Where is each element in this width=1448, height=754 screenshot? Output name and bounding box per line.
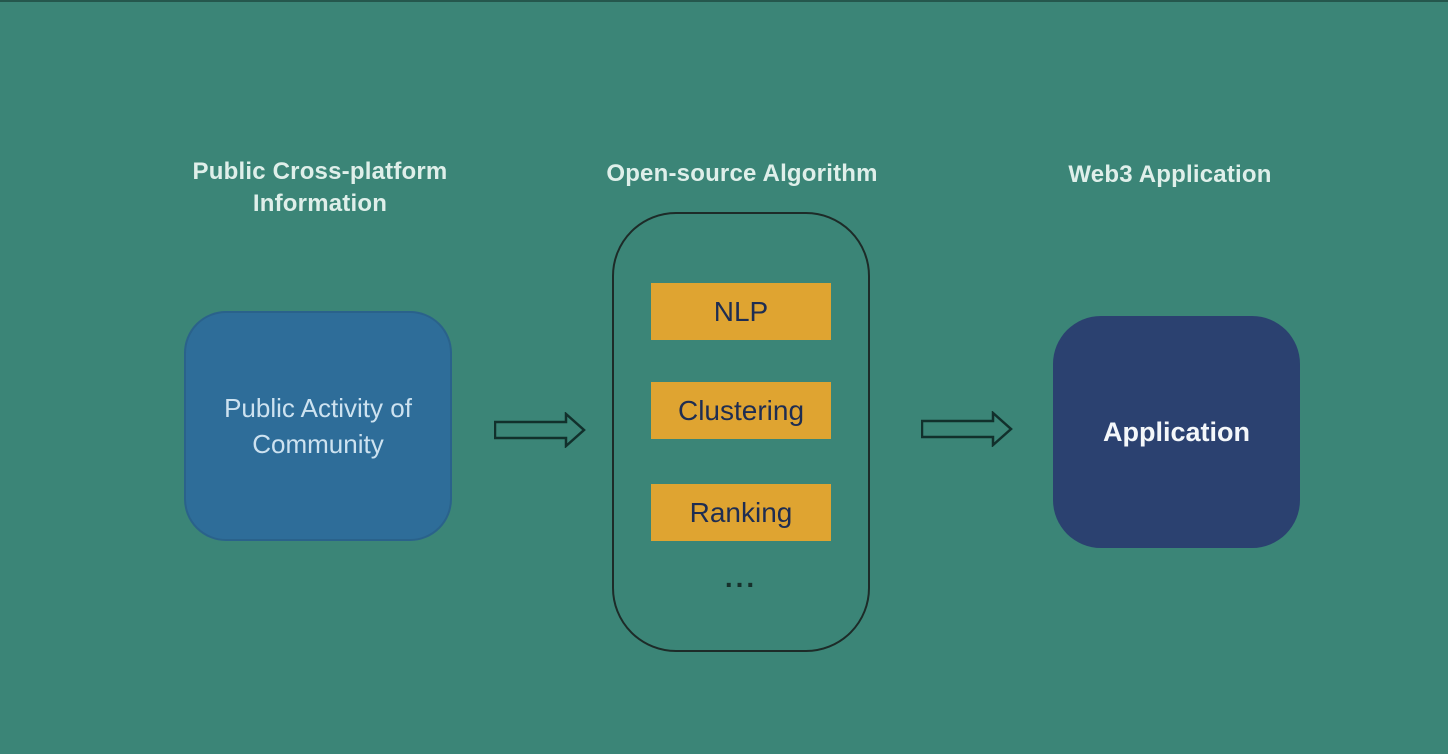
right-column-title-text: Web3 Application: [1068, 161, 1272, 188]
top-edge-line: [0, 0, 1448, 2]
algorithm-container: NLP Clustering Ranking ...: [612, 212, 870, 652]
public-activity-label-line1: Public Activity of: [224, 392, 412, 423]
algorithm-box-ranking-label: Ranking: [689, 496, 793, 528]
application-box: Application: [1053, 316, 1300, 548]
left-column-title-line2: Information: [252, 189, 388, 217]
algorithm-ellipsis: ...: [724, 562, 758, 593]
algorithm-box-clustering-label: Clustering: [677, 394, 805, 426]
algorithm-box-ranking: Ranking: [651, 484, 831, 541]
algorithm-box-clustering: Clustering: [651, 382, 831, 439]
application-box-label: Application: [1103, 416, 1250, 447]
left-column-title-line1: Public Cross-platform: [192, 158, 448, 185]
public-activity-label-line2: Community: [252, 429, 384, 459]
middle-column-title-text: Open-source Algorithm: [606, 160, 878, 187]
public-activity-box: Public Activity of Community: [184, 311, 452, 541]
left-column-title: Public Cross-platform Information: [140, 156, 500, 219]
algorithm-box-nlp: NLP: [651, 283, 831, 340]
right-column-title: Web3 Application: [990, 159, 1350, 191]
public-activity-box-label: Public Activity of Community: [224, 390, 412, 463]
middle-column-title: Open-source Algorithm: [560, 158, 924, 190]
flow-arrow-left-to-middle: [494, 412, 586, 448]
algorithm-box-nlp-label: NLP: [713, 295, 769, 327]
flow-arrow-middle-to-right: [921, 411, 1013, 447]
